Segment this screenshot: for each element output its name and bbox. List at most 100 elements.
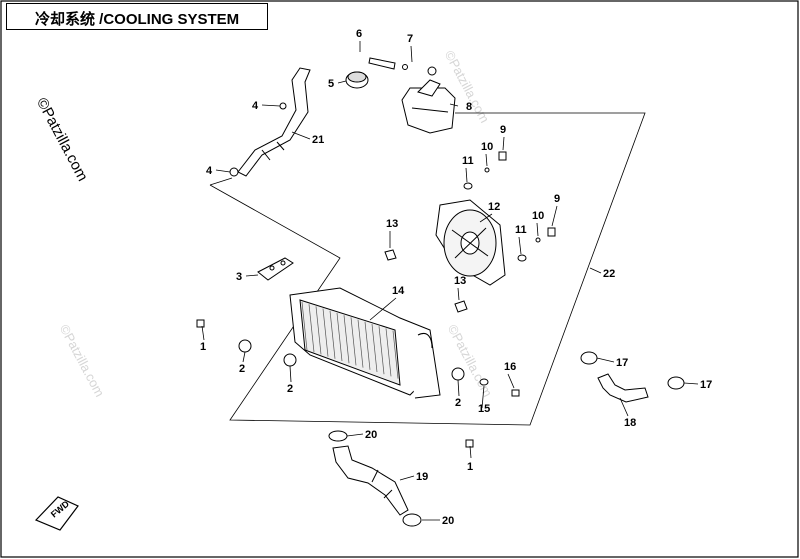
leader-c10b [536,222,539,237]
callout-c2c: 2 [455,397,461,409]
callout-c3: 3 [236,271,242,283]
callout-c13b: 13 [454,275,466,287]
callout-c4b: 4 [206,165,213,177]
callout-c21: 21 [312,134,324,146]
callout-c2b: 2 [287,383,293,395]
assembly-outline [209,112,646,426]
leader-c2c [457,379,460,397]
callout-c5: 5 [328,78,334,90]
tank-cap-5 [345,71,369,89]
leader-c17b [683,382,699,385]
leader-c1b [469,445,472,459]
hose-clamp-20-lower [402,513,422,527]
fasteners [196,151,556,448]
radiator-14 [289,287,441,399]
callout-c10b: 10 [532,210,544,222]
leader-c9a [502,136,505,151]
leader-c10a [485,153,488,167]
hose-clamp-7 [402,64,437,76]
leader-c3 [245,274,259,277]
callout-c13a: 13 [386,218,398,230]
callout-c4a: 4 [252,100,259,112]
leader-c4a [261,104,281,107]
radiator-fin [357,319,364,368]
callout-c8: 8 [466,101,472,113]
callout-c2a: 2 [239,363,245,375]
leader-c2a [242,351,246,363]
callout-c10a: 10 [481,141,493,153]
callout-c1b: 1 [467,461,473,473]
hose-18 [597,373,649,403]
callout-c18: 18 [624,417,636,429]
radiator-fin [308,304,315,353]
breather-tube-6 [368,57,396,70]
callout-c11a: 11 [462,155,474,167]
callout-c9a: 9 [500,124,506,136]
hose-19 [332,445,409,516]
hose-clamp-20-upper [328,430,348,442]
radiator-fin [364,321,371,370]
leader-c16 [507,373,515,389]
radiator-fin [315,306,322,355]
hose-clamp-17-right [667,376,685,390]
leader-c7 [410,45,413,63]
hose-21 [237,67,311,177]
radiator-bracket-3 [257,257,294,281]
leader-c17a [596,357,615,363]
leader-c15 [481,385,485,409]
radiator-fin [336,312,343,362]
leader-c11b [518,236,522,255]
fwd-arrow: FWD [34,496,79,531]
leader-c5 [337,80,347,84]
cooling-fan-12 [435,199,506,286]
callout-c1a: 1 [200,341,206,353]
callout-c9b: 9 [554,193,560,205]
callout-c12: 12 [488,201,500,213]
hose-clamp-17-left [580,351,598,365]
callout-c17a: 17 [616,357,628,369]
radiator-fin [301,301,308,351]
radiator-fin [322,308,329,357]
title-box: 冷却系统 /COOLING SYSTEM [6,3,268,30]
leader-c1a [201,325,205,341]
leader-c13b [457,287,460,301]
leader-lines [201,41,699,521]
leader-c19 [399,475,415,481]
callout-c11b: 11 [515,224,527,236]
callout-c20b: 20 [442,515,454,527]
leader-c8 [449,103,459,107]
hose-clamp-4-lower [229,167,239,177]
callout-c6: 6 [356,28,362,40]
diagram-title: 冷却系统 /COOLING SYSTEM [35,11,240,28]
callout-c22: 22 [603,268,615,280]
callout-c14: 14 [392,285,405,297]
callout-c19: 19 [416,471,428,483]
radiator-fin [329,310,336,359]
leader-c11a [465,167,468,183]
radiator-fin [392,330,399,379]
callout-c7: 7 [407,33,413,45]
radiator-fin [371,323,378,373]
callout-c20a: 20 [365,429,377,441]
callout-c17b: 17 [700,379,712,391]
radiator-fin [350,317,357,366]
leader-c12 [479,213,493,223]
leader-c2b [289,365,292,383]
leader-c4b [215,169,231,173]
expansion-tank-8 [401,79,456,134]
leader-c9b [551,205,558,227]
leader-c21 [291,131,311,140]
radiator-fin [378,326,385,375]
hose-clamp-4-upper [279,102,287,110]
leader-c20a [346,433,364,437]
radiator-fin [385,328,392,377]
leader-c14 [369,297,397,321]
callout-c15: 15 [478,403,490,415]
radiator-fin [343,315,350,364]
leader-c18 [619,397,629,417]
leader-c22 [589,267,602,274]
